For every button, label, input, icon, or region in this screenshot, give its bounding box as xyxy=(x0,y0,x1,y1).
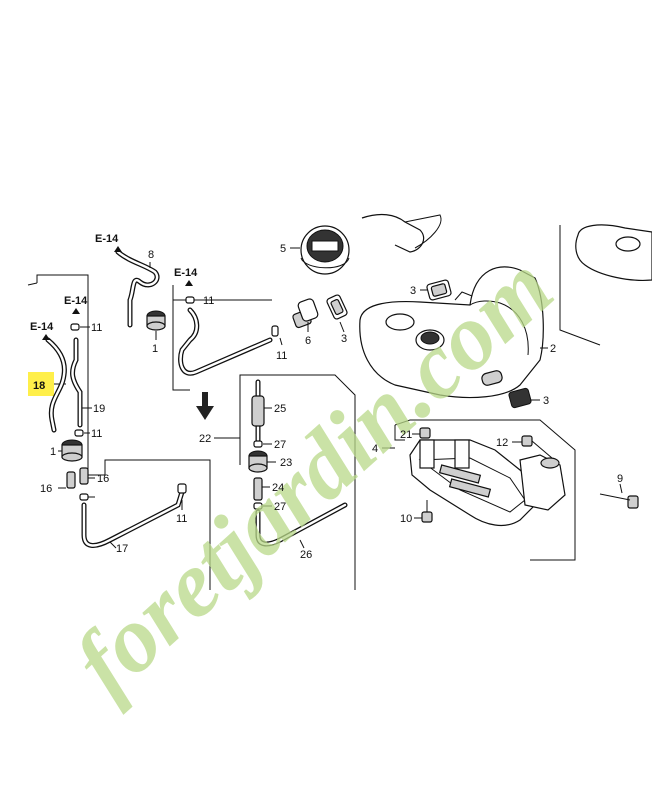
box-hose xyxy=(178,296,283,376)
callout-21: 21 xyxy=(400,429,412,441)
callout-9: 9 xyxy=(617,473,623,485)
callout-4: 4 xyxy=(372,443,378,455)
callout-11-a: 11 xyxy=(91,322,102,334)
callout-11-e: 11 xyxy=(176,513,187,525)
callout-18: 18 xyxy=(33,380,45,392)
bolts xyxy=(412,427,639,523)
callout-3-center: 3 xyxy=(341,333,347,345)
callout-12: 12 xyxy=(496,437,508,449)
left-grommet-group xyxy=(58,439,95,501)
part-19-hose xyxy=(70,323,92,437)
callout-6: 6 xyxy=(305,335,311,347)
callout-3-top: 3 xyxy=(410,285,416,297)
reference-labels: E-14 E-14 E-14 E-14 xyxy=(30,233,198,340)
callout-16-left: 16 xyxy=(40,483,52,495)
part-4-bracket xyxy=(382,439,566,527)
callout-27-a: 27 xyxy=(274,439,286,451)
part-17-hose xyxy=(81,483,187,549)
callout-1-center: 1 xyxy=(152,343,158,355)
callout-23: 23 xyxy=(280,457,292,469)
top-partials xyxy=(361,213,652,281)
part-6-filter xyxy=(292,298,319,332)
callout-24: 24 xyxy=(272,482,284,494)
callout-1-left: 1 xyxy=(50,446,56,458)
callout-17: 17 xyxy=(116,543,128,555)
part-2-tank xyxy=(359,266,548,399)
callout-3-right: 3 xyxy=(543,395,549,407)
callout-11-d: 11 xyxy=(276,350,287,362)
callout-10: 10 xyxy=(400,513,412,525)
callout-11-c: 11 xyxy=(203,295,214,307)
ref-e14-box: E-14 xyxy=(174,267,198,279)
callout-2: 2 xyxy=(550,343,556,355)
callout-5: 5 xyxy=(280,243,286,255)
callout-labels: 1 1 2 3 3 3 4 5 6 8 9 10 11 11 11 11 11 … xyxy=(33,243,623,561)
center-grommet xyxy=(146,310,166,340)
group-frames xyxy=(27,225,601,590)
callout-26: 26 xyxy=(300,549,312,561)
callout-22: 22 xyxy=(199,433,211,445)
callout-19: 19 xyxy=(93,403,105,415)
center-assembly xyxy=(248,379,348,549)
ref-e14-left: E-14 xyxy=(30,321,54,333)
highlight-box xyxy=(28,372,54,396)
arrow-22 xyxy=(196,392,240,439)
ref-e14-top: E-14 xyxy=(95,233,119,245)
part-5-cap xyxy=(290,225,350,275)
ref-e14-mid: E-14 xyxy=(64,295,88,307)
callout-27-b: 27 xyxy=(274,501,286,513)
part-8-hose xyxy=(115,249,160,328)
callout-16-right: 16 xyxy=(97,473,109,485)
callout-8: 8 xyxy=(148,249,154,261)
part-18 xyxy=(28,337,67,433)
part-3-dampers xyxy=(326,279,540,409)
callout-25: 25 xyxy=(274,403,286,415)
callout-11-b: 11 xyxy=(91,428,102,440)
